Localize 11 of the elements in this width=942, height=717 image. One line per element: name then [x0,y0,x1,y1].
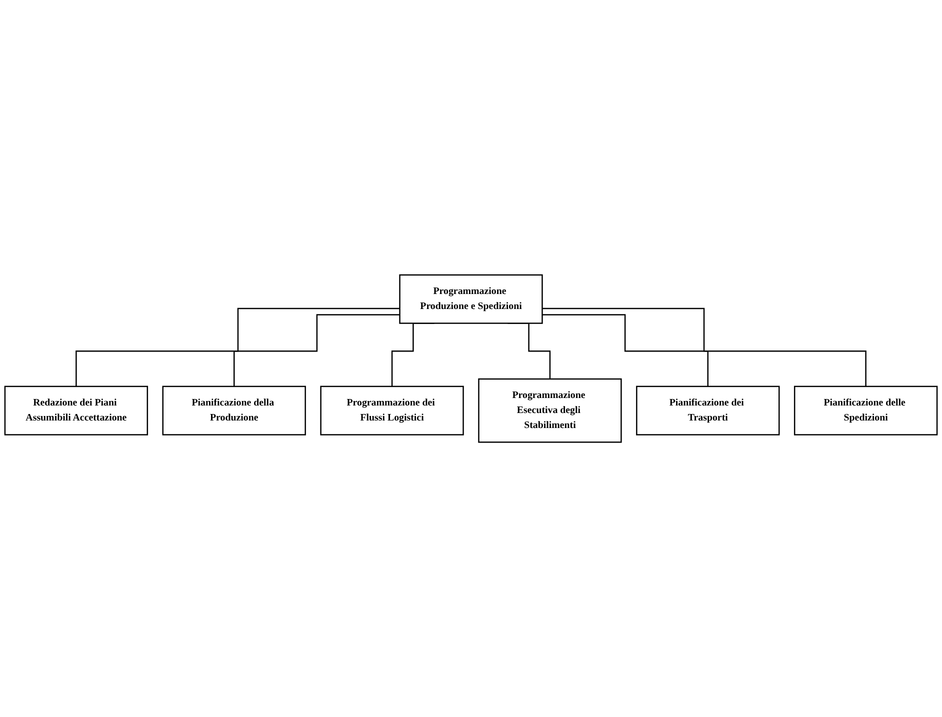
node-box: Programmazione dei Flussi Logistici [320,386,464,436]
connector [542,308,866,387]
node-box: Pianificazione della Produzione [162,386,306,436]
connector [234,314,400,387]
connector [542,314,708,387]
node-box: Programmazione Esecutiva degli Stabilimenti [478,378,622,443]
node-box: Programmazione Produzione e Spedizioni [399,274,543,324]
node-box: Redazione dei Piani Assumibili Accettazione [4,386,148,436]
node-box: Pianificazione dei Trasporti [636,386,780,436]
connector [76,308,400,387]
node-box: Pianificazione delle Spedizioni [794,386,938,436]
